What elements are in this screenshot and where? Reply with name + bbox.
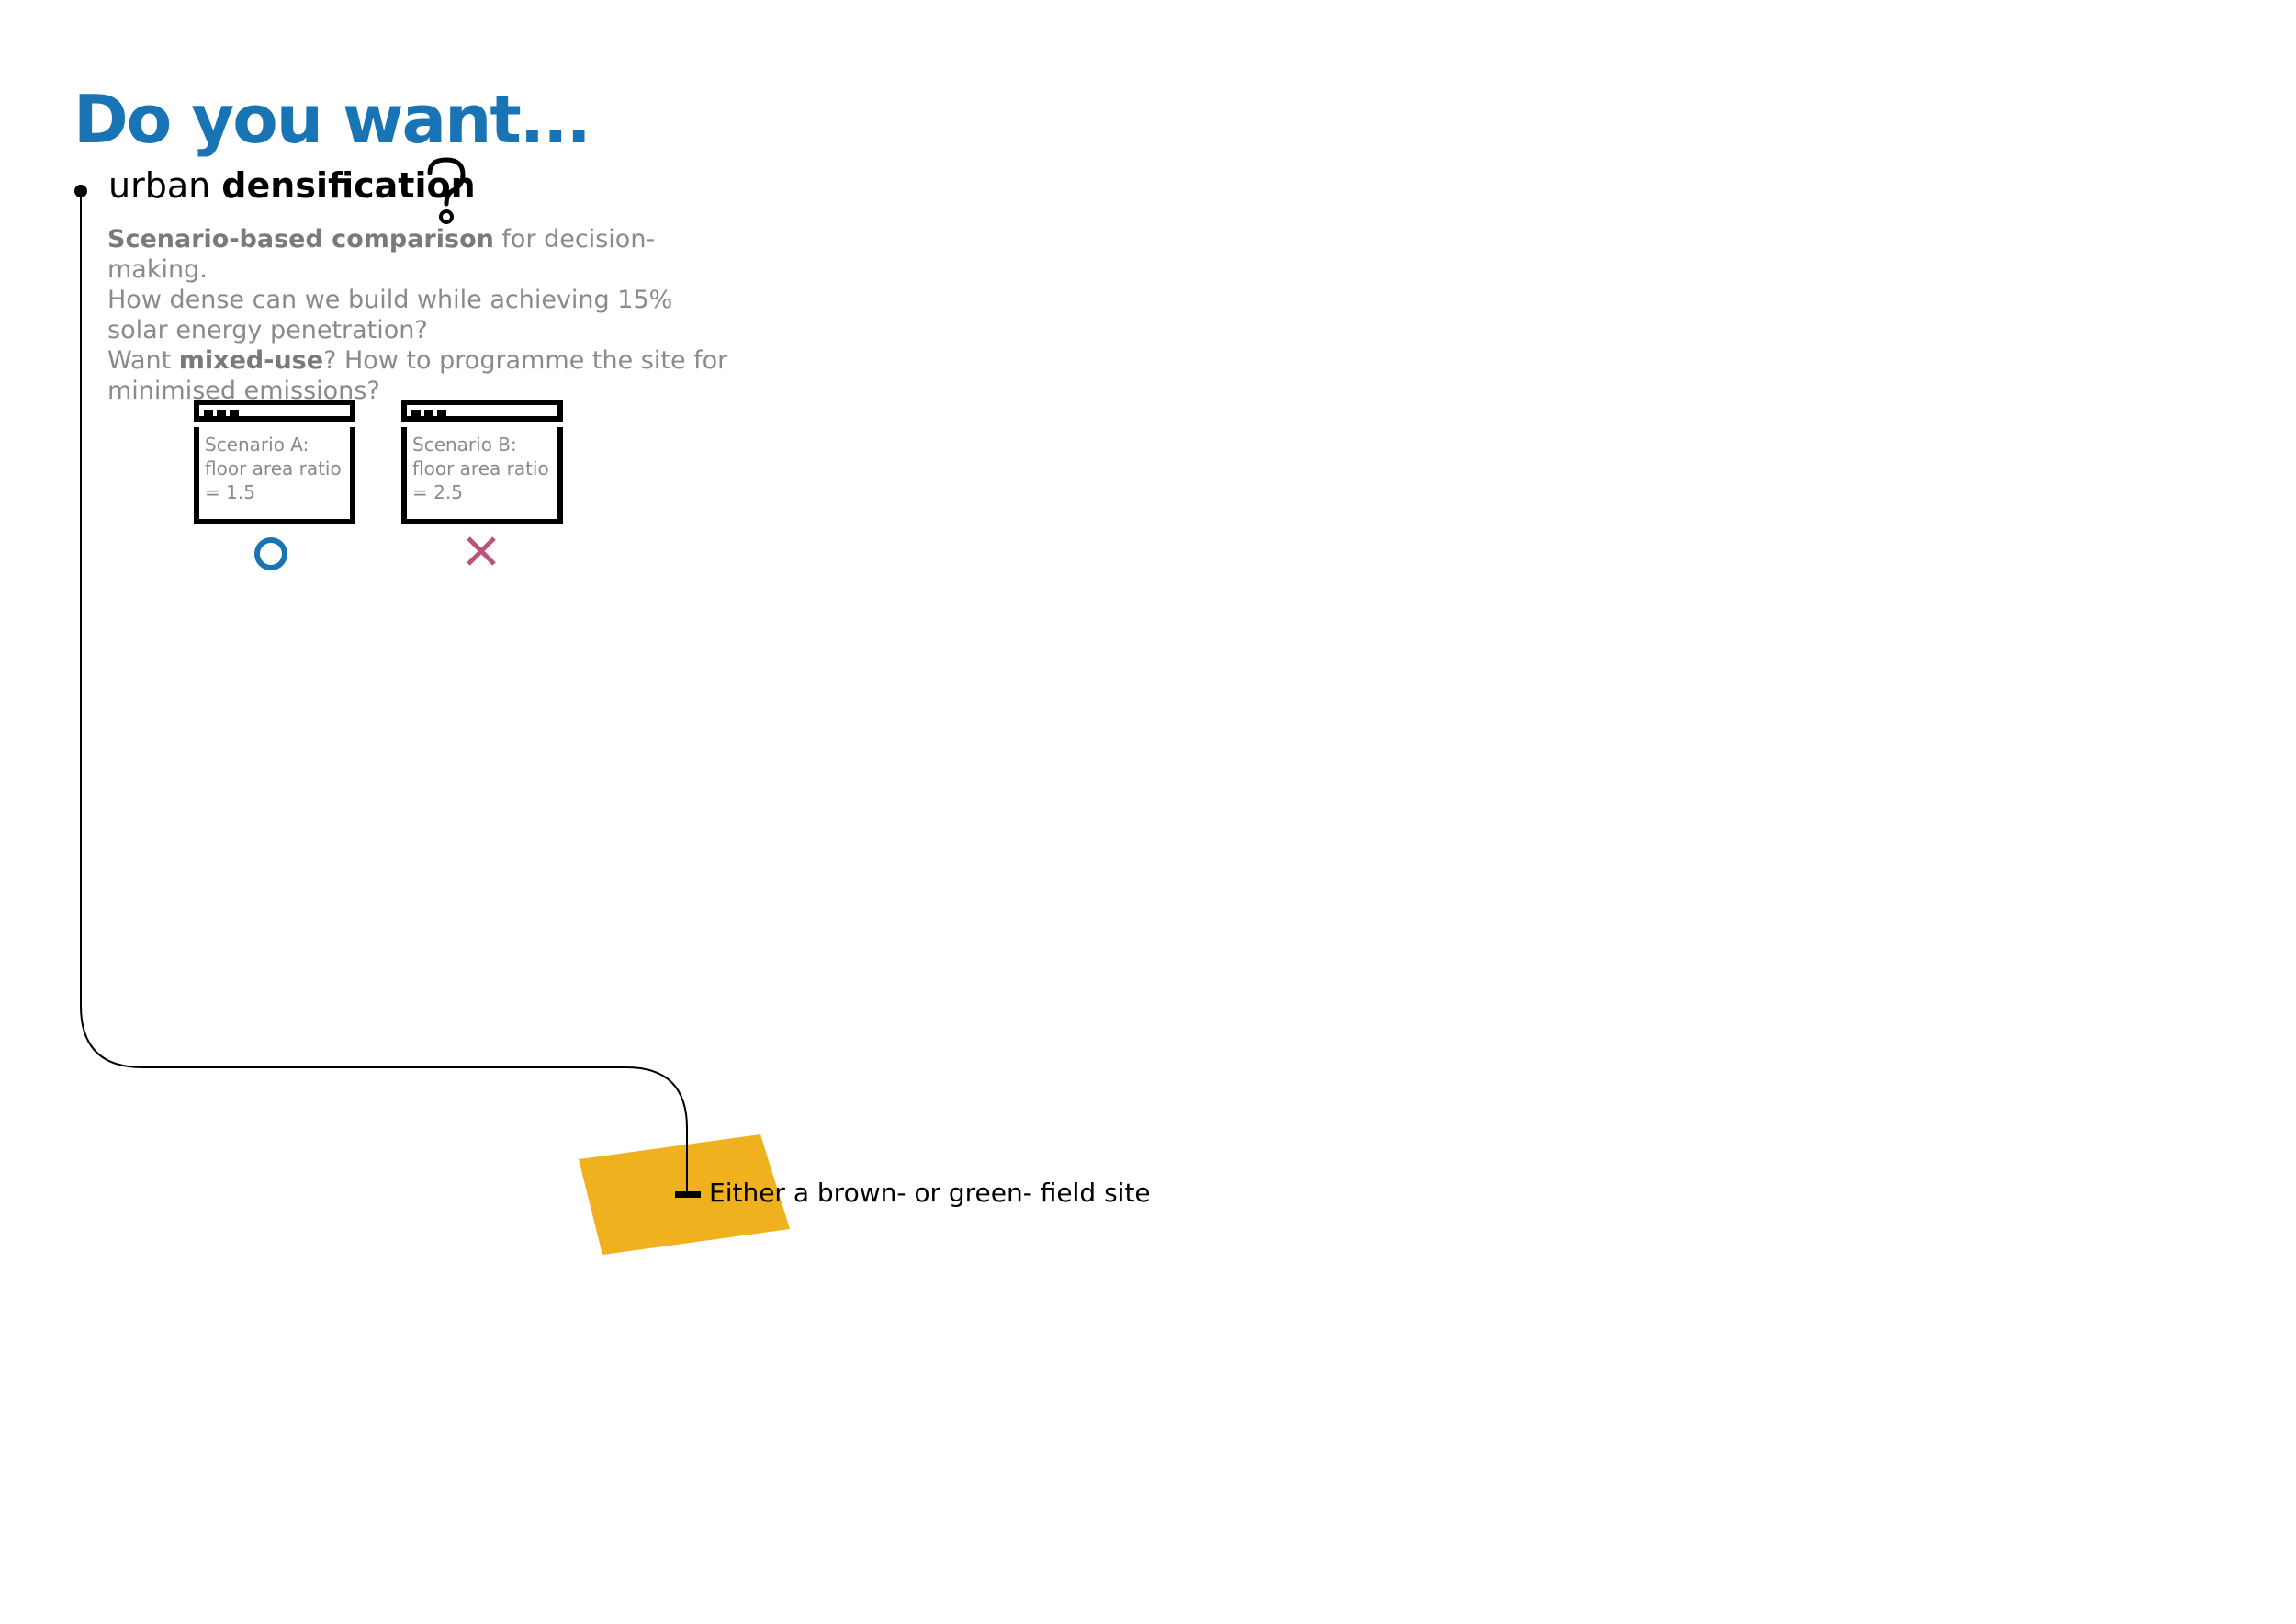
- site-label: Either a brown- or green- field site: [709, 1178, 1151, 1208]
- site-marker: [675, 1191, 701, 1198]
- window-dot-icon: [230, 410, 239, 419]
- question-lead: urban: [108, 165, 211, 206]
- description-bold-3: mixed-use: [178, 346, 324, 375]
- question-strong: densification: [221, 165, 476, 206]
- window-dot-icon: [204, 410, 213, 419]
- scenario-b-window: Scenario B: floor area ratio = 2.5: [401, 400, 563, 524]
- description-rest-1: for decision-making.: [107, 225, 656, 284]
- window-dot-icon: [411, 410, 421, 419]
- scenario-name: Scenario A:: [205, 434, 310, 456]
- cross-icon: [467, 536, 496, 566]
- page-title: Do you want...: [73, 81, 591, 158]
- scenario-metric: floor area ratio: [205, 457, 342, 479]
- description-rest-3: ? How to programme the site for minimise…: [107, 346, 728, 405]
- window-titlebar: [401, 400, 563, 422]
- question-text: urban densification: [108, 165, 476, 206]
- description-line-2: How dense can we build while achieving 1…: [107, 286, 673, 344]
- window-body: Scenario B: floor area ratio = 2.5: [401, 427, 563, 524]
- scenario-value: = 2.5: [412, 481, 463, 503]
- scenario-metric: floor area ratio: [412, 457, 549, 479]
- scenario-name: Scenario B:: [412, 434, 517, 456]
- circle-icon: [254, 537, 287, 570]
- description-bold-1: Scenario-based comparison: [107, 225, 494, 254]
- window-dot-icon: [437, 410, 446, 419]
- scenario-value: = 1.5: [205, 481, 255, 503]
- connector-line: [80, 191, 688, 1194]
- bullet-dot: [74, 185, 87, 197]
- description: Scenario-based comparison for decision-m…: [107, 224, 732, 406]
- description-lead-3: Want: [107, 346, 179, 375]
- window-dot-icon: [424, 410, 433, 419]
- window-titlebar: [194, 400, 355, 422]
- window-dot-icon: [217, 410, 226, 419]
- question-mark-icon: [424, 156, 468, 228]
- scenario-a-window: Scenario A: floor area ratio = 1.5: [194, 400, 355, 524]
- window-body: Scenario A: floor area ratio = 1.5: [194, 427, 355, 524]
